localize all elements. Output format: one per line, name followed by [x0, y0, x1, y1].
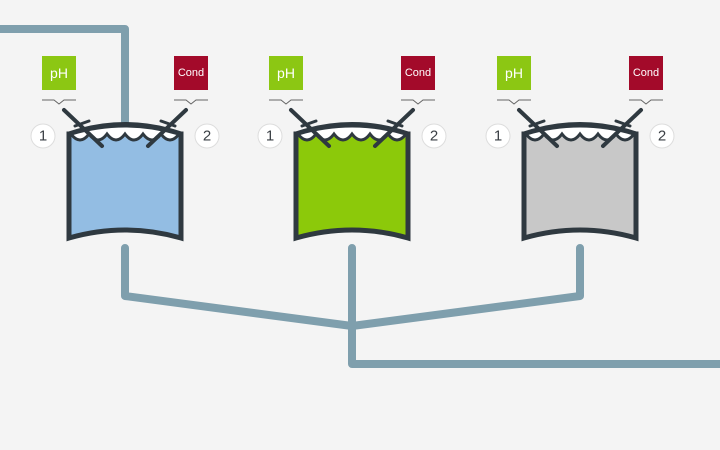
cond-badge-label: Cond: [405, 67, 431, 79]
sensor-number-2: 2: [421, 123, 447, 149]
inlet-pipe: [0, 25, 129, 129]
ph-badge-label: pH: [505, 65, 523, 81]
tank-1: pH Cond 1 2: [30, 56, 220, 242]
ph-sensor-probe: [289, 108, 331, 148]
pipe-network: [0, 25, 720, 368]
tank-2: pH Cond 1 2: [257, 56, 447, 242]
sensor-number-2-label: 2: [203, 128, 211, 145]
tank-body: [293, 131, 411, 242]
cond-sensor-probe: [373, 108, 415, 148]
tank-body: [521, 131, 639, 242]
sensor-number-2-label: 2: [658, 128, 666, 145]
sensor-number-1: 1: [30, 123, 56, 149]
sensor-number-1-label: 1: [39, 128, 47, 145]
tank-3: pH Cond 1 2: [485, 56, 675, 242]
sensor-number-2-label: 2: [430, 128, 438, 145]
ph-badge-label: pH: [277, 65, 295, 81]
cond-badge-label: Cond: [633, 67, 659, 79]
ph-sensor-probe: [517, 108, 559, 148]
tank-1-outlet-pipe: [121, 244, 356, 330]
sensor-number-2: 2: [194, 123, 220, 149]
ph-badge-label: pH: [50, 65, 68, 81]
main-outlet-pipe: [348, 244, 720, 368]
tank-3-outlet-pipe: [348, 244, 584, 330]
ph-badge: pH: [269, 56, 303, 105]
cond-badge-label: Cond: [178, 67, 204, 79]
tank-body: [66, 131, 184, 242]
sensor-number-1: 1: [257, 123, 283, 149]
cond-sensor-probe: [601, 108, 643, 148]
cond-badge: Cond: [401, 56, 435, 105]
cond-badge: Cond: [629, 56, 663, 105]
cond-badge: Cond: [174, 56, 208, 105]
sensor-number-2: 2: [649, 123, 675, 149]
sensor-number-1-label: 1: [494, 128, 502, 145]
ph-sensor-probe: [62, 108, 104, 148]
ph-badge: pH: [497, 56, 531, 105]
sensor-number-1-label: 1: [266, 128, 274, 145]
ph-badge: pH: [42, 56, 76, 105]
sensor-number-1: 1: [485, 123, 511, 149]
cond-sensor-probe: [146, 108, 188, 148]
